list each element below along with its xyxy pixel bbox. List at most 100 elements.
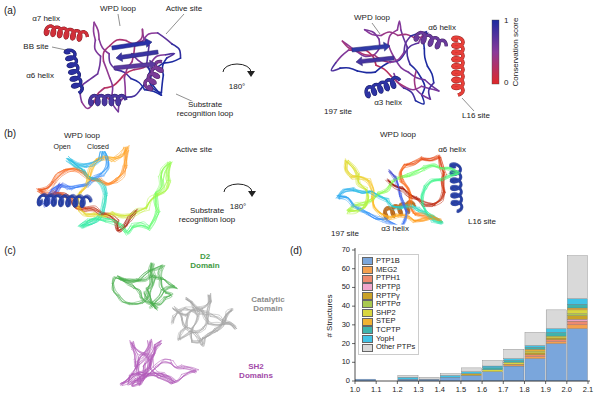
backbone-trace — [339, 154, 460, 227]
backbone-trace — [130, 225, 147, 227]
backbone-trace — [123, 279, 138, 282]
backbone-trace — [41, 150, 171, 234]
structure-label: WPD loop — [63, 132, 101, 141]
backbone-trace — [208, 295, 210, 304]
backbone-trace — [121, 342, 197, 386]
backbone-trace — [339, 158, 459, 229]
helix-ribbon — [415, 31, 448, 50]
backbone-trace — [171, 295, 234, 345]
backbone-trace — [409, 72, 425, 79]
backbone-trace — [80, 22, 180, 111]
bar-segment — [504, 360, 524, 362]
backbone-trace — [171, 363, 183, 369]
backbone-trace — [407, 157, 421, 164]
backbone-trace — [151, 347, 155, 360]
colorbar-tick: 1 — [503, 17, 509, 26]
bar-segment — [525, 351, 545, 353]
backbone-trace — [149, 265, 161, 270]
backbone-trace — [191, 329, 193, 342]
backbone-trace — [88, 212, 102, 223]
backbone-trace — [103, 61, 109, 78]
backbone-trace — [364, 196, 377, 206]
helix-ribbon — [415, 31, 448, 50]
backbone-trace — [438, 156, 442, 176]
legend-text: MEG2 — [376, 266, 397, 275]
backbone-trace — [116, 70, 131, 79]
bar-segment — [398, 377, 418, 379]
bar-segment — [483, 370, 503, 372]
bar-segment — [419, 377, 439, 379]
helix-ribbon — [45, 25, 88, 41]
backbone-trace — [416, 89, 431, 99]
helix-ribbon — [90, 96, 126, 105]
legend-text: RPTPγ — [376, 292, 400, 301]
backbone-trace — [165, 293, 171, 298]
legend-text: YopH — [376, 335, 394, 344]
beta-strand — [352, 42, 391, 55]
backbone-trace — [122, 342, 195, 387]
backbone-trace — [121, 374, 132, 385]
backbone-trace — [433, 215, 443, 222]
backbone-trace — [424, 167, 440, 171]
backbone-trace — [112, 284, 119, 295]
backbone-trace — [192, 338, 203, 342]
backbone-trace — [134, 286, 142, 298]
bar-series — [461, 316, 587, 376]
backbone-trace — [424, 49, 427, 67]
backbone-trace — [143, 341, 148, 354]
backbone-trace — [162, 58, 166, 75]
backbone-trace — [173, 308, 185, 316]
backbone-trace — [405, 86, 422, 89]
multidomain-structure — [112, 263, 237, 387]
domain-label: SH2 Domains — [238, 363, 274, 381]
bar-segment — [525, 359, 545, 381]
tick-mark — [376, 381, 377, 384]
backbone-trace — [87, 173, 101, 185]
tick-mark — [352, 287, 355, 288]
bar-segment — [567, 256, 587, 299]
backbone-trace — [367, 182, 373, 199]
backbone-trace — [443, 173, 460, 180]
helix-ribbon — [415, 31, 448, 50]
backbone-trace — [133, 226, 150, 231]
backbone-trace — [41, 146, 172, 232]
tick-mark — [482, 381, 483, 384]
backbone-trace — [338, 157, 459, 228]
legend-entry: RPTPγ — [362, 292, 415, 301]
tick-mark — [545, 381, 546, 384]
backbone-trace — [388, 171, 393, 179]
backbone-trace — [400, 168, 404, 183]
rotation-arrow — [247, 71, 255, 77]
tick-mark — [355, 381, 356, 384]
rotation-arrow — [224, 184, 256, 197]
backbone-trace — [132, 374, 146, 376]
backbone-trace — [145, 342, 150, 354]
bar-segment — [440, 374, 460, 376]
tick-mark — [524, 381, 525, 384]
backbone-trace — [414, 71, 416, 89]
structure-label: α6 helix — [25, 72, 55, 81]
backbone-trace — [340, 68, 357, 71]
bar-segment — [567, 316, 587, 320]
helix-ribbon — [65, 49, 83, 94]
structure-label: Closed — [86, 143, 110, 151]
backbone-trace — [352, 207, 367, 215]
tick-mark — [352, 381, 355, 382]
legend-swatch — [362, 266, 373, 274]
bar-segment — [567, 329, 587, 381]
backbone-trace — [208, 295, 209, 302]
backbone-trace — [427, 66, 433, 83]
backbone-trace — [133, 381, 139, 387]
backbone-trace — [377, 183, 390, 195]
backbone-trace — [119, 295, 129, 304]
bar-segment — [546, 344, 566, 381]
tick-mark — [352, 324, 355, 325]
backbone-trace — [99, 179, 114, 184]
bar-segment — [440, 375, 460, 377]
backbone-trace — [83, 158, 101, 165]
backbone-trace — [54, 183, 59, 193]
backbone-trace — [94, 22, 96, 40]
legend-text: Other PTPs — [376, 343, 415, 352]
legend-entry: STEP — [362, 317, 415, 326]
